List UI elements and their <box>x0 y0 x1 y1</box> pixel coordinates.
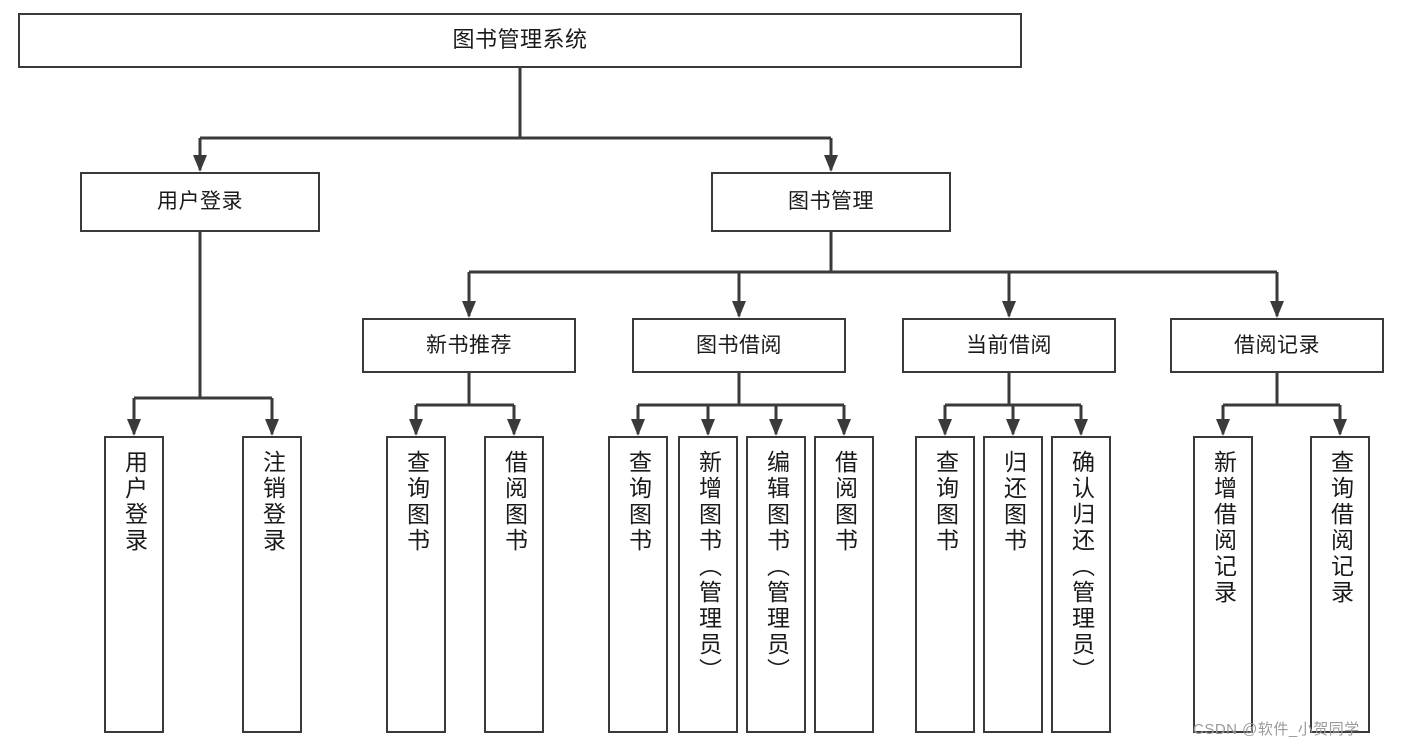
node-label: 用户登录 <box>157 190 243 214</box>
node-label: 图书借阅 <box>696 333 782 357</box>
node-label: 查询图书 <box>932 450 959 554</box>
node-rc-add[interactable]: 新增借阅记录 <box>1193 436 1253 733</box>
node-records[interactable]: 借阅记录 <box>1170 318 1384 373</box>
arrowhead-nb-borrow <box>507 419 521 436</box>
arrowhead-bq-add <box>701 419 715 436</box>
node-login[interactable]: 用户登录 <box>80 172 320 232</box>
arrowhead-cb-return <box>1006 419 1020 436</box>
node-label: 借阅记录 <box>1234 333 1320 357</box>
node-label: 当前借阅 <box>966 333 1052 357</box>
node-label: 编辑图书（管理员） <box>763 450 790 684</box>
arrowhead-rc-add <box>1216 419 1230 436</box>
node-current[interactable]: 当前借阅 <box>902 318 1116 373</box>
node-bookmgmt[interactable]: 图书管理 <box>711 172 951 232</box>
arrowhead-login <box>193 155 207 172</box>
node-cb-query[interactable]: 查询图书 <box>915 436 975 733</box>
node-label: 新增图书（管理员） <box>695 450 722 684</box>
node-label: 注销登录 <box>259 450 286 554</box>
arrowhead-nb-query <box>409 419 423 436</box>
arrowhead-records <box>1270 301 1284 318</box>
arrowhead-rc-query <box>1333 419 1347 436</box>
arrowhead-bq-query <box>631 419 645 436</box>
node-label: 借阅图书 <box>831 450 858 554</box>
arrowhead-logout <box>265 419 279 436</box>
node-label: 新增借阅记录 <box>1210 450 1237 606</box>
node-label: 图书管理 <box>788 190 874 214</box>
arrowhead-userlogin <box>127 419 141 436</box>
node-label: 图书管理系统 <box>452 27 588 53</box>
arrowhead-borrow <box>732 301 746 318</box>
node-borrow[interactable]: 图书借阅 <box>632 318 846 373</box>
arrowhead-newbook <box>462 301 476 318</box>
node-bq-query[interactable]: 查询图书 <box>608 436 668 733</box>
arrowhead-cb-query <box>938 419 952 436</box>
node-newbook[interactable]: 新书推荐 <box>362 318 576 373</box>
node-label: 借阅图书 <box>501 450 528 554</box>
node-cb-confirm[interactable]: 确认归还（管理员） <box>1051 436 1111 733</box>
node-rc-query[interactable]: 查询借阅记录 <box>1310 436 1370 733</box>
arrowhead-current <box>1002 301 1016 318</box>
node-label: 查询图书 <box>403 450 430 554</box>
node-bq-borrow[interactable]: 借阅图书 <box>814 436 874 733</box>
node-userlogin[interactable]: 用户登录 <box>104 436 164 733</box>
arrowhead-bq-borrow <box>837 419 851 436</box>
node-label: 查询图书 <box>625 450 652 554</box>
node-label: 新书推荐 <box>426 333 512 357</box>
node-cb-return[interactable]: 归还图书 <box>983 436 1043 733</box>
arrowhead-bookmgmt <box>824 155 838 172</box>
arrowhead-cb-confirm <box>1074 419 1088 436</box>
node-label: 归还图书 <box>1000 450 1027 554</box>
node-nb-borrow[interactable]: 借阅图书 <box>484 436 544 733</box>
node-logout[interactable]: 注销登录 <box>242 436 302 733</box>
arrowhead-bq-edit <box>769 419 783 436</box>
watermark: CSDN @软件_小贺同学 <box>1193 721 1360 738</box>
node-bq-add[interactable]: 新增图书（管理员） <box>678 436 738 733</box>
node-root[interactable]: 图书管理系统 <box>18 13 1022 68</box>
node-label: 查询借阅记录 <box>1327 450 1354 606</box>
node-nb-query[interactable]: 查询图书 <box>386 436 446 733</box>
node-bq-edit[interactable]: 编辑图书（管理员） <box>746 436 806 733</box>
node-label: 确认归还（管理员） <box>1068 450 1095 684</box>
node-label: 用户登录 <box>121 450 148 554</box>
